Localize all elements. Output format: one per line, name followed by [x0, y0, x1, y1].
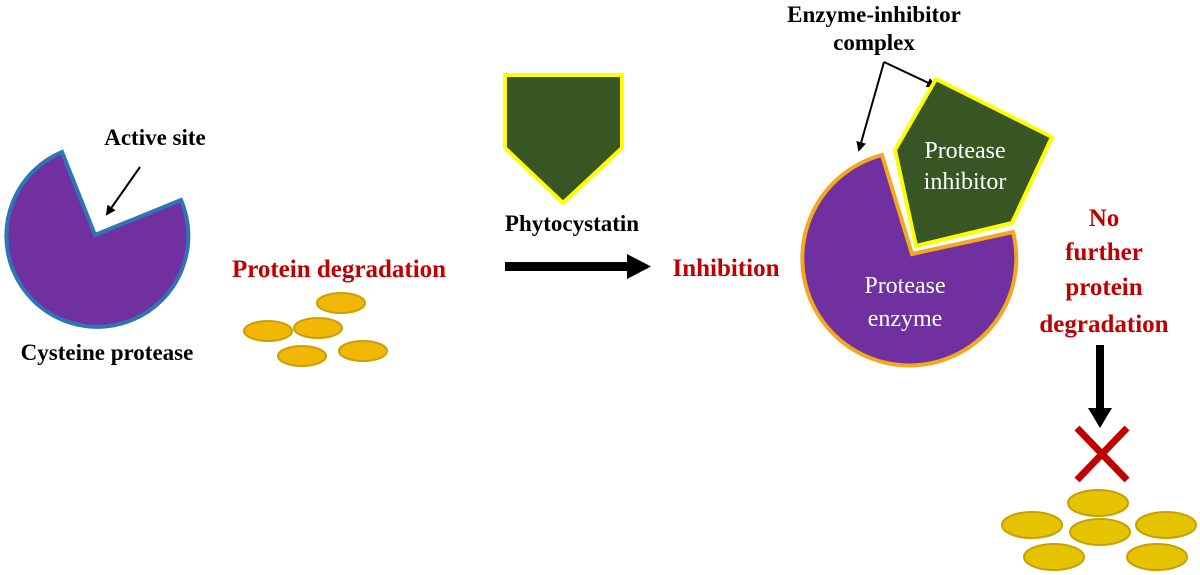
enzyme-text-line2: enzyme	[868, 306, 943, 332]
protein-fragment	[1069, 518, 1131, 546]
protease-enzyme-pacman-icon	[800, 152, 1019, 368]
complex-label-line1: Enzyme-inhibitor	[787, 2, 961, 27]
outcome-line2: further	[1065, 239, 1143, 266]
outcome-line3: protein	[1065, 274, 1142, 301]
active-site-arrow	[105, 166, 141, 216]
protein-fragment	[1126, 543, 1188, 571]
protein-fragment	[293, 317, 343, 339]
protein-fragments-left	[243, 292, 388, 367]
outcome-line1: No	[1089, 205, 1120, 232]
right-arrow-icon	[505, 254, 651, 279]
protein-fragment	[1023, 543, 1085, 571]
cross-icon	[1074, 425, 1130, 483]
inhibitor-text-line1: Protease	[924, 138, 1005, 164]
protein-fragment	[1135, 511, 1197, 539]
cysteine-protease-label: Cysteine protease	[21, 340, 194, 365]
cysteine-protease-pacman-icon	[4, 149, 191, 329]
phytocystatin-label: Phytocystatin	[505, 211, 639, 236]
outcome-line4: degradation	[1039, 311, 1168, 338]
protease-inhibitor-pentagon-icon	[892, 76, 1055, 249]
protein-fragment	[338, 340, 388, 362]
inhibitor-text-line2: inhibitor	[924, 169, 1007, 195]
complex-arrow-to-enzyme	[856, 61, 885, 152]
complex-label-line2: complex	[833, 30, 915, 55]
protein-fragment	[1001, 511, 1063, 539]
protein-degradation-label: Protein degradation	[232, 256, 446, 283]
protein-fragment	[1067, 489, 1129, 517]
enzyme-text-line1: Protease	[864, 273, 945, 299]
protein-fragment	[277, 345, 327, 367]
protein-fragment	[243, 320, 293, 342]
protein-fragment	[316, 292, 366, 314]
down-arrow-icon	[1088, 345, 1112, 428]
active-site-label: Active site	[104, 125, 206, 150]
complex-arrow-to-inhibitor	[883, 61, 937, 88]
protein-fragments-right	[1001, 489, 1197, 571]
phytocystatin-pentagon-icon	[503, 73, 624, 206]
inhibition-label: Inhibition	[672, 255, 779, 282]
